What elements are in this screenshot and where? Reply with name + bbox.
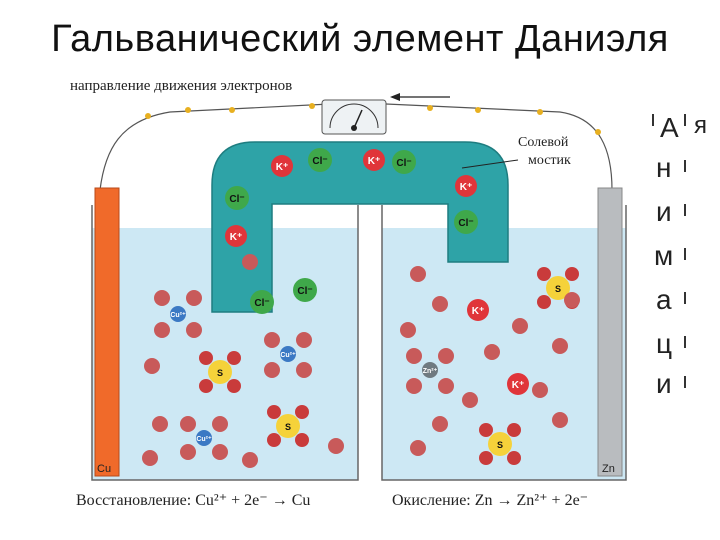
k-ion-label: K⁺ <box>512 380 525 391</box>
animation-letter: м <box>654 240 674 271</box>
cu-ion-label: Cu²⁺ <box>170 312 186 319</box>
hydrated-copper-ion: Cu²⁺ <box>180 416 228 460</box>
sulfur-label: S <box>285 422 291 432</box>
animation-letter: н <box>656 152 672 183</box>
solution-ions: Cl⁻ Cl⁻ K⁺ K⁺ <box>250 278 529 395</box>
animation-tick <box>684 160 686 172</box>
page-title: Гальванический элемент Даниэля <box>51 18 669 60</box>
animation-tick <box>684 204 686 216</box>
k-ion-label: K⁺ <box>368 156 381 167</box>
k-ion-label: K⁺ <box>472 306 485 317</box>
sulfate-ion: S <box>537 267 579 309</box>
hydrated-cations: Cu²⁺ Cu²⁺ Cu²⁺ Zn²⁺ <box>154 290 454 460</box>
animation-tick <box>652 114 654 126</box>
animation-letter: а <box>656 284 672 315</box>
animation-letter: я <box>694 112 707 139</box>
k-ion-label: K⁺ <box>276 162 289 173</box>
water-molecules <box>142 254 580 468</box>
cl-ion-label: Cl⁻ <box>254 298 269 309</box>
cl-ion-label: Cl⁻ <box>229 194 244 205</box>
cl-ion-label: Cl⁻ <box>396 158 411 169</box>
oxidation-equation: Zn → Zn²⁺ + 2e⁻ <box>475 492 588 509</box>
electron-flow-label: направление движения электронов <box>70 78 292 94</box>
animation-letter: А <box>660 112 679 143</box>
k-ion-label: K⁺ <box>460 182 473 193</box>
cu-ion-label: Cu²⁺ <box>196 436 212 443</box>
animation-letter: и <box>656 368 672 399</box>
reduction-equation: Cu²⁺ + 2e⁻ → Cu <box>195 492 310 509</box>
cl-ion-label: Cl⁻ <box>312 156 327 167</box>
zinc-electrode <box>597 187 623 477</box>
cl-ion-label: Cl⁻ <box>297 286 312 297</box>
zinc-label: Zn <box>602 463 615 475</box>
sulfate-ion: S <box>199 351 241 393</box>
sulfate-ion: S <box>267 405 309 447</box>
copper-electrode <box>94 187 120 477</box>
sulfur-label: S <box>555 284 561 294</box>
animation-tick <box>684 336 686 348</box>
sulfur-label: S <box>497 440 503 450</box>
cu-ion-label: Cu²⁺ <box>280 352 296 359</box>
salt-bridge <box>211 141 509 313</box>
reduction-reaction: Восстановление: Cu²⁺ + 2e⁻ → Cu <box>76 492 310 509</box>
salt-bridge-label-2: мостик <box>528 153 571 168</box>
sulfate-ion: S <box>479 423 521 465</box>
animation-letter: ц <box>656 328 673 359</box>
bridge-ions: K⁺ Cl⁻ K⁺ Cl⁻ Cl⁻ K⁺ K⁺ Cl⁻ <box>225 148 478 247</box>
wire-beads <box>145 103 601 135</box>
wire-left <box>99 103 331 191</box>
oxidation-reaction: Окисление: Zn → Zn²⁺ + 2e⁻ <box>392 492 588 509</box>
hydrated-copper-ion: Cu²⁺ <box>264 332 312 378</box>
cl-ion-label: Cl⁻ <box>458 218 473 229</box>
animation-tick <box>684 376 686 388</box>
hydrated-copper-ion: Cu²⁺ <box>154 290 202 338</box>
animation-letter: и <box>656 196 672 227</box>
k-ion-label: K⁺ <box>230 232 243 243</box>
reduction-prefix: Восстановление: <box>76 492 195 509</box>
sulfur-label: S <box>217 368 223 378</box>
oxidation-prefix: Окисление: <box>392 492 475 509</box>
salt-bridge-label-1: Солевой <box>518 135 569 150</box>
hydrated-zinc-ion: Zn²⁺ <box>406 348 454 394</box>
copper-label: Cu <box>97 463 111 475</box>
galvanometer-icon <box>321 99 387 135</box>
animation-tick <box>684 114 686 126</box>
sulfate-ions: S S S S <box>199 267 579 465</box>
zn-ion-label: Zn²⁺ <box>423 368 438 375</box>
animation-tick <box>684 292 686 304</box>
animation-tick <box>684 248 686 260</box>
